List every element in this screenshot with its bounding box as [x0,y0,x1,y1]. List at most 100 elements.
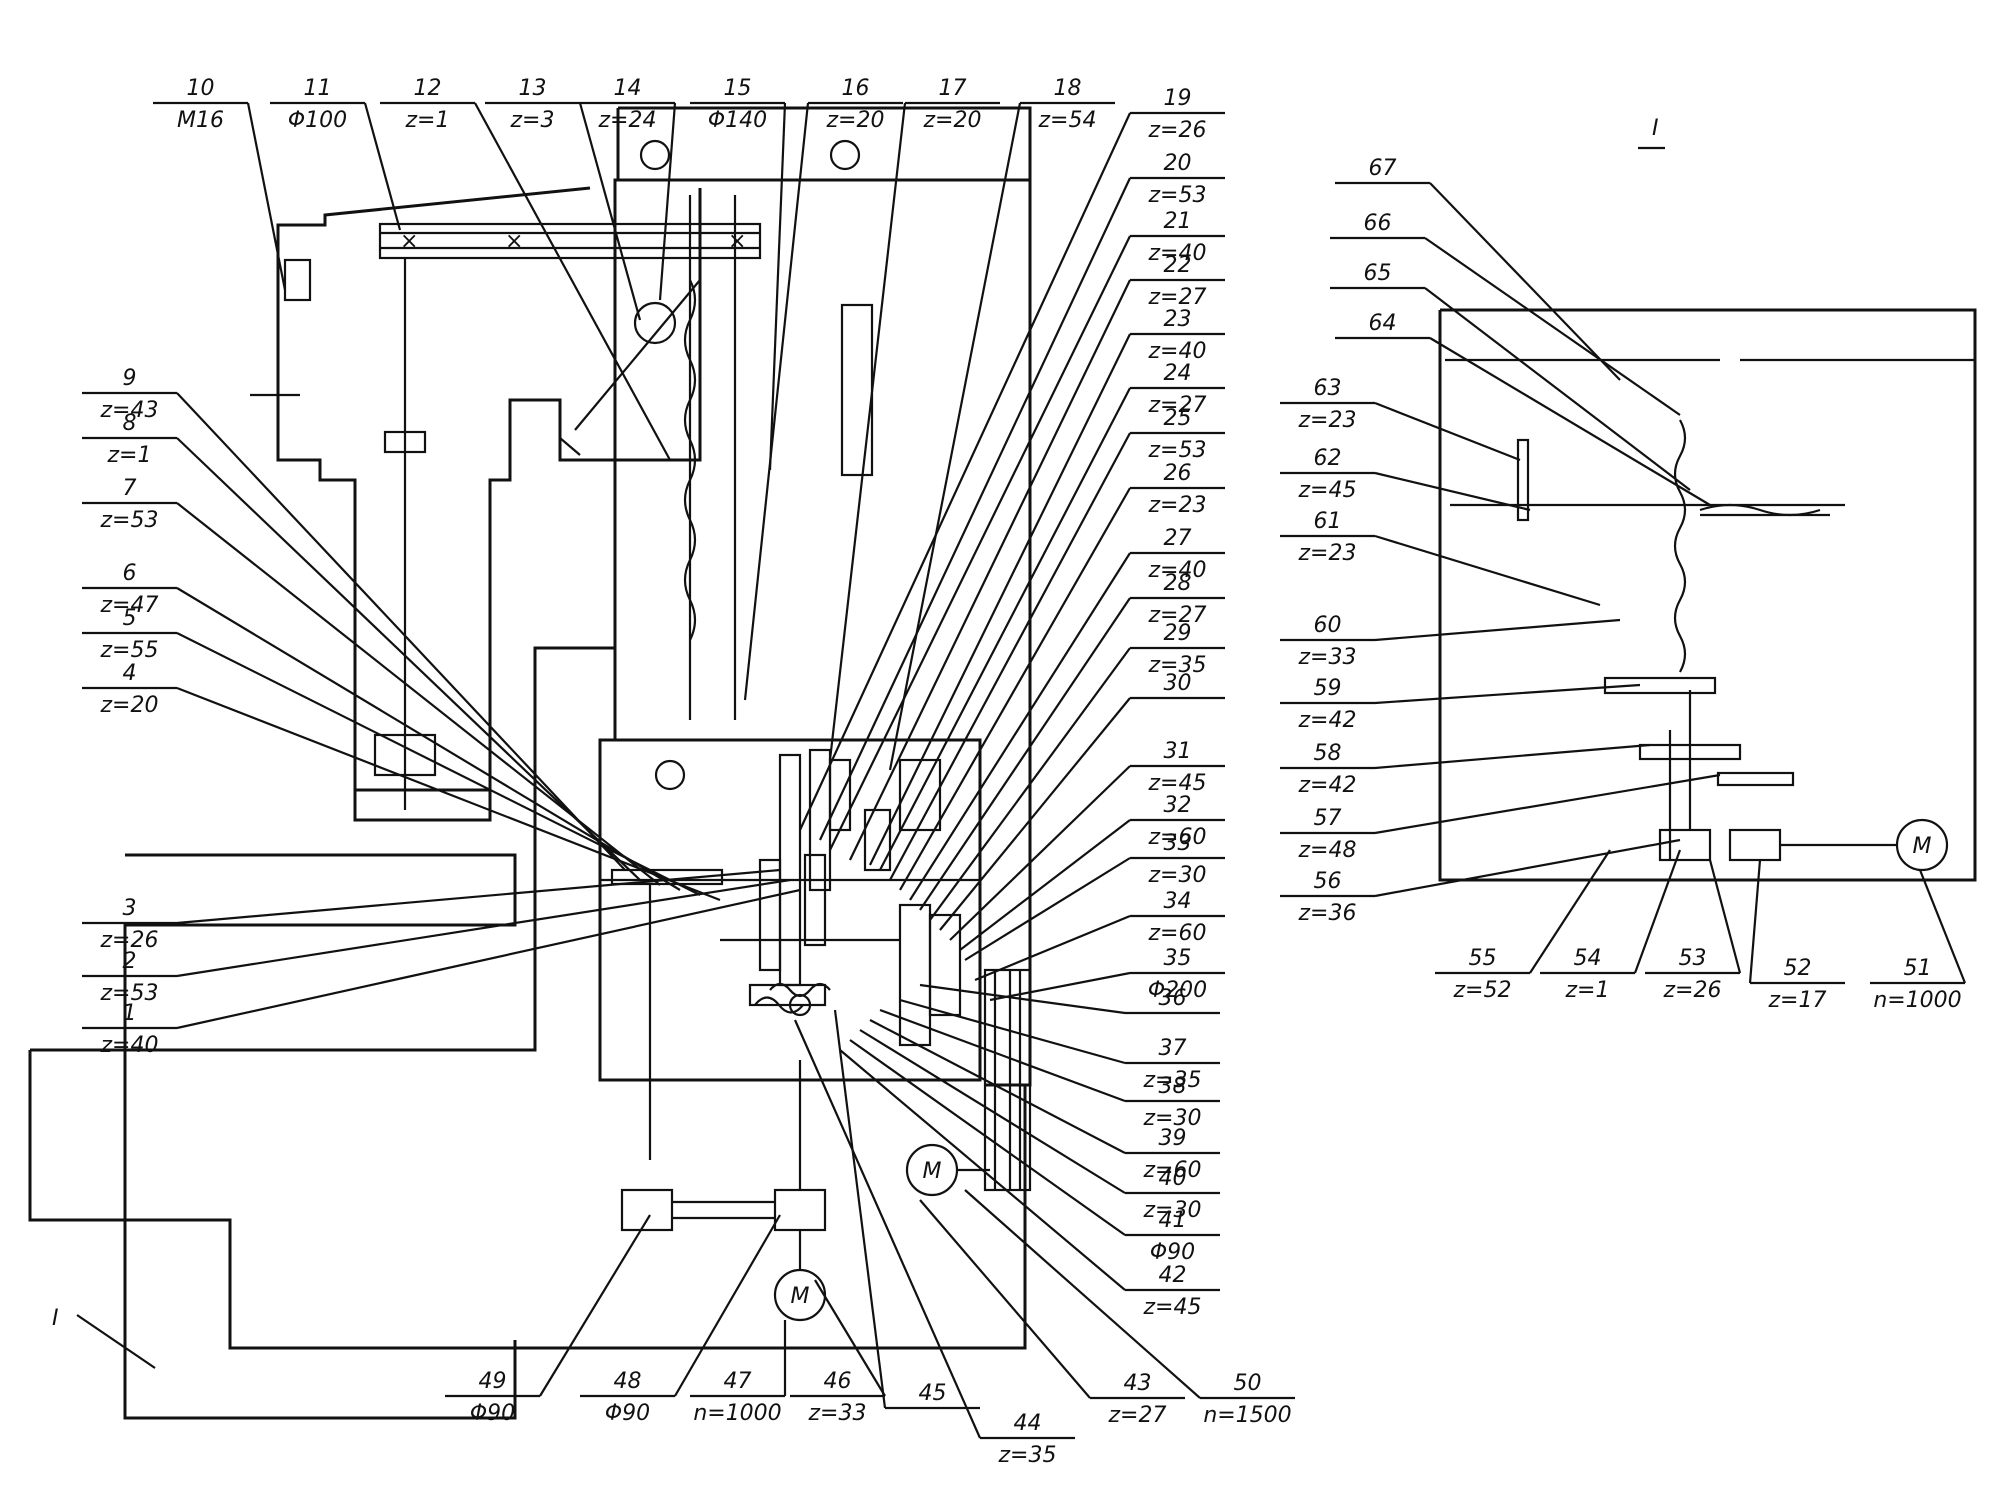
callout-spec: z=40 [1148,339,1207,364]
callout-spec: z=33 [1298,645,1357,670]
leader-line [1918,869,1967,984]
callout-58: 58 z=42 [1280,741,1651,798]
callout-number: 20 [1164,151,1192,176]
callout-number: 2 [123,949,137,974]
callout-spec: z=35 [1143,1068,1202,1093]
callout-38: 38z=30 [879,1008,1220,1131]
callout-number: 9 [123,366,137,391]
callout-51: 51n=1000 [1870,869,1967,1013]
leader-line [1374,618,1621,642]
callout-number: 51 [1904,956,1932,981]
leader-line [768,102,787,471]
callout-1: 1 z=40 [82,888,801,1058]
leader-line [176,878,791,978]
callout-8: 8z=1 [82,411,641,881]
callout-number: 41 [1159,1208,1187,1233]
callout-4: 4z=20 [82,661,721,902]
callout-spec: z=23 [1148,493,1207,518]
callout-number: 39 [1159,1126,1187,1151]
callout-number: 58 [1314,741,1342,766]
svg-text:×: × [505,229,523,254]
callout-19: 19z=26 [799,86,1225,831]
section-mark-main: I [52,1306,59,1331]
callout-54: 54z=1 [1540,849,1682,1003]
callout-number: 21 [1164,209,1192,234]
leader-line [1633,849,1682,974]
callout-number: 34 [1164,889,1192,914]
callout-60: 60 z=33 [1280,613,1621,670]
callout-21: 21 z=40 [829,209,1225,851]
leader-line [799,112,1131,831]
callout-50: 50n=1500 [964,1189,1295,1428]
callout-64: 64 [1335,311,1711,506]
callout-67: 67 [1335,156,1621,381]
callout-16: 16z=20 [743,76,903,701]
callout-30: 30 [939,671,1225,931]
leader-line [964,1189,1201,1399]
callout-spec: z=20 [923,108,982,133]
callout-spec: z=60 [1148,921,1207,946]
leader-line [1748,859,1762,984]
leader-line [176,392,626,871]
section-mark-detail: I [1652,116,1659,141]
callout-56: 56z=36 [1280,838,1681,926]
callout-spec: z=45 [1148,771,1207,796]
leader-line [889,432,1131,881]
callout-spec: z=1 [405,108,450,133]
callout-number: 60 [1314,613,1342,638]
callout-spec: z=40 [100,1033,159,1058]
callout-spec: z=40 [1148,241,1207,266]
callout-17: 17z=20 [828,76,1000,761]
callout-12: 12z=1 [380,76,671,461]
callout-number: 35 [1164,946,1192,971]
callout-number: 40 [1159,1166,1187,1191]
callout-number: 47 [724,1369,752,1394]
section-marks: I I [52,116,1665,1369]
callout-number: 31 [1164,739,1192,764]
callout-53: 53z=26 [1645,859,1742,1003]
callout-34: 34 z=60 [974,889,1225,982]
callout-number: 33 [1164,831,1192,856]
callout-number: 54 [1574,946,1602,971]
callout-number: 1 [123,1001,137,1026]
callout-55: 55z=52 [1435,849,1611,1003]
callout-number: 10 [187,76,215,101]
callout-spec: z=42 [1298,773,1357,798]
callout-number: 6 [123,561,137,586]
callout-spec: z=23 [1298,541,1357,566]
leader-line [1374,743,1651,770]
gearbox-internals [610,748,1032,1192]
callout-spec: z=48 [1298,838,1357,863]
leader-line [839,1049,1126,1291]
callout-number: 13 [519,76,547,101]
callout-number: 65 [1364,261,1392,286]
motor-50-label: M [923,1159,942,1184]
callout-number: 63 [1314,376,1342,401]
callout-number: 7 [123,476,137,501]
callout-spec: z=53 [1148,438,1207,463]
callout-number: 15 [724,76,752,101]
motor-51-icon [1895,818,1949,872]
leader-line [974,914,1131,982]
leader-line [658,102,677,301]
callout-number: 59 [1314,676,1342,701]
callout-13: 13z=3 [485,76,642,321]
callout-spec: Φ200 [1148,978,1207,1003]
callout-number: 61 [1314,509,1342,534]
callout-spec: z=60 [1143,1158,1202,1183]
callout-spec: z=35 [1148,653,1207,678]
callout-number: 56 [1314,869,1342,894]
leader-line [474,102,671,461]
leader-line [849,1039,1126,1236]
callout-labels: 1z=402z=533z=264z=205z=556z=477z=538z=19… [82,76,1967,1468]
callout-44: 44z=35 [793,1019,1075,1468]
callout-number: 62 [1314,446,1342,471]
head-mechanism: × × × [250,139,874,810]
callout-spec: z=40 [1148,558,1207,583]
callout-spec: n=1000 [693,1401,781,1426]
leader-line [176,686,721,902]
